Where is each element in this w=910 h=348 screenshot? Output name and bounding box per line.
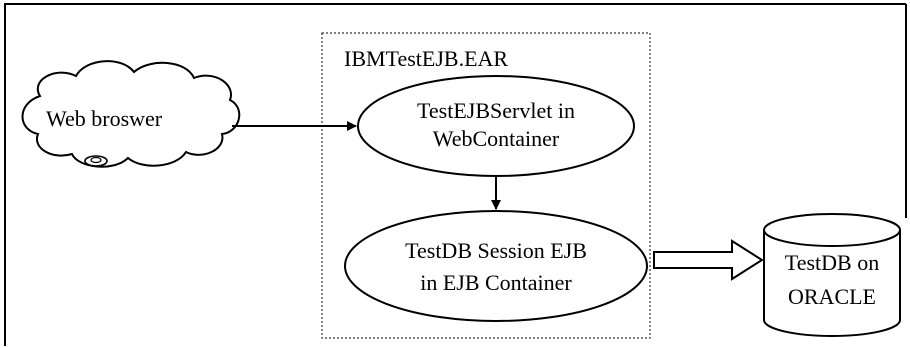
ear-title: IBMTestEJB.EAR [344,46,508,71]
web-browser-cloud [21,60,241,168]
session-ejb-label-line2: in EJB Container [420,270,572,295]
session-ejb-label-line1: TestDB Session EJB [405,238,587,263]
servlet-label-line1: TestEJBServlet in [417,98,575,123]
database-label-line1: TestDB on [785,250,879,275]
session-ejb-node [344,210,648,322]
outer-frame [4,3,907,346]
database-label-line2: ORACLE [788,284,876,309]
web-browser-label: Web broswer [46,106,163,131]
servlet-label-line2: WebContainer [433,126,560,151]
ear-container [321,32,651,339]
database-cylinder [763,213,901,337]
arrow-session-ejb-to-database [653,239,764,281]
